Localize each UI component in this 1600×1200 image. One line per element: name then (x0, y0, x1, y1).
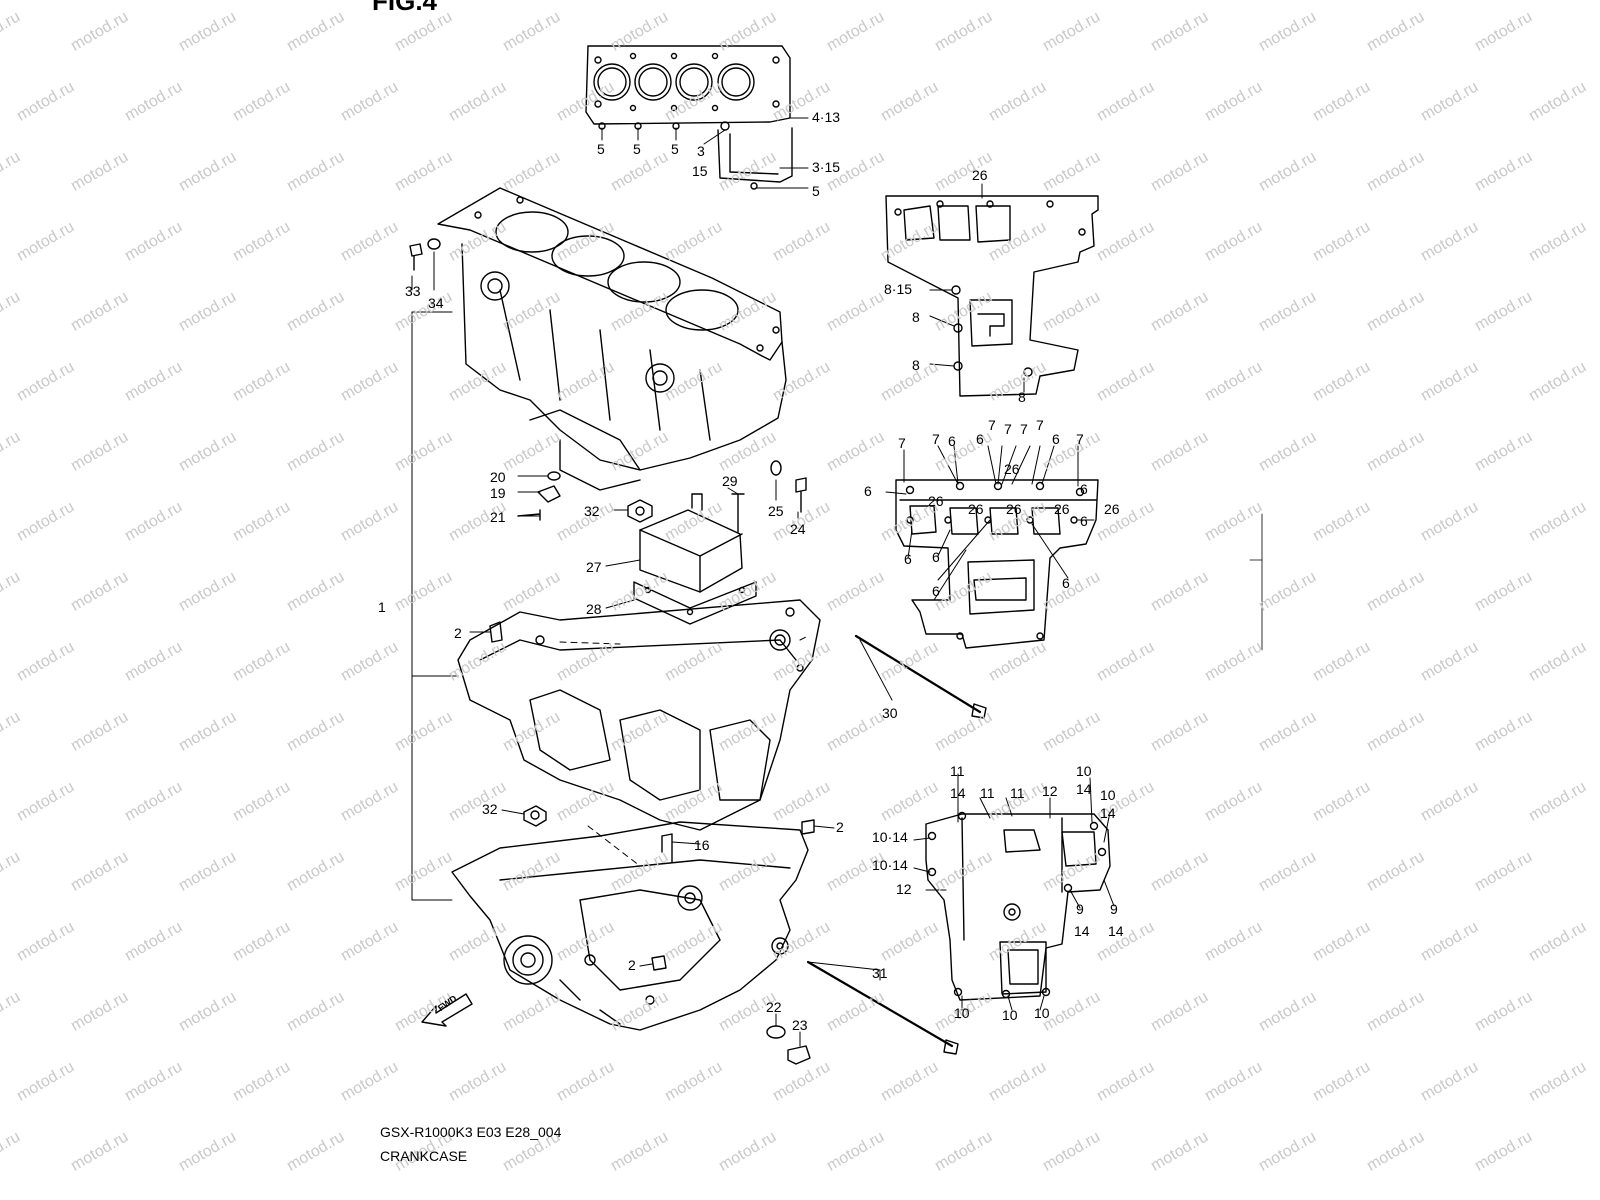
callout-5: 5 (812, 183, 820, 199)
callout-6: 6 (864, 483, 872, 499)
callout-14: 14 (1108, 923, 1124, 939)
callout-6: 6 (976, 431, 984, 447)
lower-crankcase (451, 821, 809, 1031)
callout-2: 2 (836, 819, 844, 835)
callout-7: 7 (898, 435, 906, 451)
callout-9: 9 (1110, 901, 1118, 917)
callout-11: 11 (950, 763, 965, 779)
callout-8: 8 (912, 309, 920, 325)
cylinder-block (437, 187, 787, 491)
callout-6: 6 (1080, 513, 1088, 529)
callout-24: 24 (790, 521, 806, 537)
callout-26: 26 (1006, 501, 1022, 517)
small-hardware (409, 238, 987, 1065)
callout-12: 12 (1042, 783, 1058, 799)
callout-26: 26 (1004, 461, 1020, 477)
callout-30: 30 (882, 705, 898, 721)
callout-27: 27 (586, 559, 602, 575)
callout-5: 5 (633, 141, 641, 157)
upper-crankcase (457, 599, 821, 831)
callout-7: 7 (1004, 421, 1012, 437)
callout-7: 7 (1036, 417, 1044, 433)
forward-direction-arrow-icon (421, 993, 473, 1027)
callout-3-15: 3·15 (812, 159, 841, 175)
callout-6: 6 (932, 549, 940, 565)
callout-7: 7 (932, 431, 940, 447)
callout-10: 10 (1034, 1005, 1050, 1021)
callout-10: 10 (1100, 787, 1116, 803)
breather-cover (633, 493, 757, 625)
cylinder-head-gasket (585, 45, 793, 190)
callout-7: 7 (1020, 421, 1028, 437)
callout-14: 14 (950, 785, 966, 801)
callout-21: 21 (490, 509, 506, 525)
section-title: CRANKCASE (380, 1148, 468, 1164)
callout-4-13: 4·13 (812, 109, 841, 125)
callout-6: 6 (932, 583, 940, 599)
model-code: GSX-R1000K3 E03 E28_004 (380, 1124, 562, 1140)
callout-14: 14 (1100, 805, 1116, 821)
callout-5: 5 (671, 141, 679, 157)
callout-8: 8 (912, 357, 920, 373)
leader-lines (411, 117, 1263, 1047)
callout-26: 26 (1104, 501, 1120, 517)
callout-2: 2 (454, 625, 462, 641)
callout-8-15: 8·15 (884, 281, 913, 297)
callout-23: 23 (792, 1017, 808, 1033)
callout-10: 10 (954, 1005, 970, 1021)
callout-7: 7 (1076, 431, 1084, 447)
callout-31: 31 (872, 965, 888, 981)
callout-10-14: 10·14 (872, 829, 908, 845)
callout-12: 12 (896, 881, 912, 897)
callout-29: 29 (722, 473, 738, 489)
callout-9: 9 (1076, 901, 1084, 917)
callout-26: 26 (928, 493, 944, 509)
inset-lower-crankcase-bolts (925, 811, 1111, 1001)
callout-16: 16 (694, 837, 710, 853)
callout-22: 22 (766, 999, 782, 1015)
callout-19: 19 (490, 485, 506, 501)
callout-25: 25 (768, 503, 784, 519)
callout-7: 7 (988, 417, 996, 433)
callout-3: 3 (697, 143, 705, 159)
callout-10: 10 (1002, 1007, 1018, 1023)
callout-6: 6 (1052, 431, 1060, 447)
callout-6: 6 (1062, 575, 1070, 591)
callout-2: 2 (628, 957, 636, 973)
callout-34: 34 (428, 295, 444, 311)
callout-33: 33 (405, 283, 421, 299)
callout-14: 14 (1076, 781, 1092, 797)
callout-26: 26 (968, 501, 984, 517)
callout-1: 1 (378, 599, 386, 615)
callout-6: 6 (1080, 481, 1088, 497)
callout-28: 28 (586, 601, 602, 617)
callout-11: 11 (1010, 785, 1025, 801)
inset-upper-crankcase-bolts (885, 195, 1099, 397)
callout-11: 11 (980, 785, 995, 801)
callout-15: 15 (692, 163, 708, 179)
callout-6: 6 (904, 551, 912, 567)
callout-26: 26 (1054, 501, 1070, 517)
callout-10: 10 (1076, 763, 1092, 779)
callout-10-14: 10·14 (872, 857, 908, 873)
callout-20: 20 (490, 469, 506, 485)
callout-32: 32 (482, 801, 498, 817)
figure-heading: FIG.4 (372, 0, 438, 16)
callout-6: 6 (948, 433, 956, 449)
callout-32: 32 (584, 503, 600, 519)
callout-8: 8 (1018, 389, 1026, 405)
callout-14: 14 (1074, 923, 1090, 939)
callout-26: 26 (972, 167, 988, 183)
callout-5: 5 (597, 141, 605, 157)
